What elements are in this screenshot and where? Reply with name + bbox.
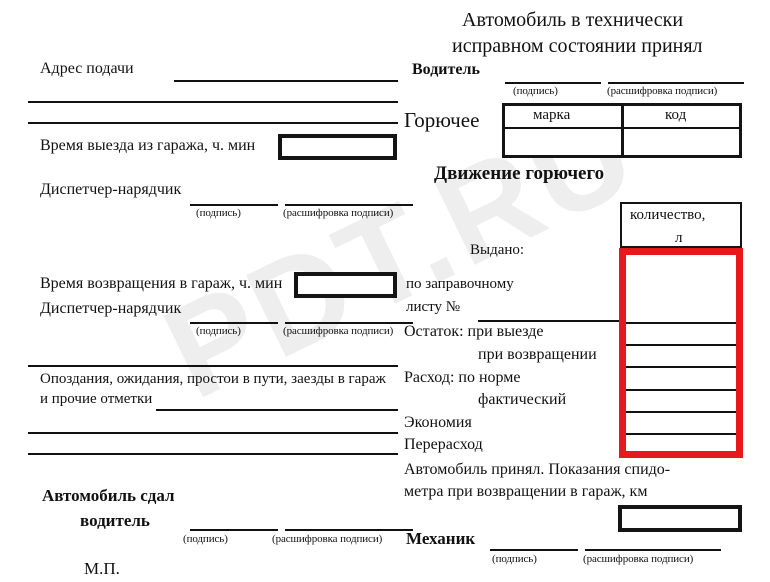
- delays-top-rule: [28, 365, 398, 367]
- accept-label-line1: Автомобиль принял. Показания спидо-: [404, 461, 671, 478]
- quantity-row-divider: [626, 322, 736, 324]
- fuel-column-kod: код: [665, 107, 687, 123]
- mechanic-transcript-caption: (расшифровка подписи): [583, 553, 694, 565]
- quantity-column-highlight: [619, 248, 743, 458]
- handover-signature-rule[interactable]: [190, 529, 278, 531]
- handover-transcript-rule[interactable]: [285, 529, 413, 531]
- departure-time-label: Время выезда из гаража, ч. мин: [40, 137, 256, 154]
- refuel-sheet-number-rule[interactable]: [478, 320, 620, 322]
- departure-time-box[interactable]: [278, 134, 397, 160]
- fuel-row-label-consumption-actual: фактический: [478, 391, 567, 408]
- mechanic-signature-rule[interactable]: [490, 549, 578, 551]
- fuel-row-label-by-refuel-sheet: по заправочному: [406, 276, 514, 292]
- quantity-row-divider: [626, 411, 736, 413]
- mechanic-label: Механик: [406, 529, 476, 548]
- fuel-row-label-economy: Экономия: [404, 414, 472, 431]
- dispatcher-2-signature-rule[interactable]: [190, 322, 278, 324]
- dispatcher-1-signature-caption: (подпись): [196, 207, 241, 219]
- quantity-header-line1: количество,: [630, 207, 706, 223]
- return-time-box[interactable]: [294, 272, 397, 298]
- driver-signature-rule[interactable]: [505, 82, 601, 84]
- dispatcher-1-transcript-caption: (расшифровка подписи): [283, 207, 394, 219]
- fuel-column-marka: марка: [533, 107, 571, 123]
- mechanic-signature-caption: (подпись): [492, 553, 537, 565]
- accept-label-line2: метра при возвращении в гараж, км: [404, 483, 648, 500]
- fuel-table-column-divider: [621, 103, 624, 158]
- fuel-row-label-remainder-departure: Остаток: при выезде: [404, 323, 544, 340]
- quantity-row-divider: [626, 366, 736, 368]
- address-rule-1[interactable]: [174, 80, 398, 82]
- handover-signature-caption: (подпись): [183, 533, 228, 545]
- fuel-row-label-issued: Выдано:: [470, 242, 525, 258]
- fuel-label: Горючее: [404, 108, 480, 132]
- fuel-row-label-overconsumption: Перерасход: [404, 436, 483, 453]
- dispatcher-2-transcript-caption: (расшифровка подписи): [283, 325, 394, 337]
- header-title-line2: исправном состоянии принял: [452, 35, 703, 57]
- delays-label-line2: и прочие отметки: [40, 391, 153, 407]
- fuel-movement-title: Движение горючего: [434, 163, 605, 184]
- handover-transcript-caption: (расшифровка подписи): [272, 533, 383, 545]
- quantity-row-divider: [626, 389, 736, 391]
- odometer-box[interactable]: [618, 505, 742, 532]
- dispatcher-label-2: Диспетчер-нарядчик: [40, 300, 182, 317]
- fuel-row-label-consumption-norm: Расход: по норме: [404, 369, 521, 386]
- delays-rule-1[interactable]: [156, 409, 398, 411]
- quantity-row-divider: [626, 433, 736, 435]
- driver-signature-caption: (подпись): [513, 85, 558, 97]
- handover-label-line2: водитель: [80, 511, 150, 530]
- dispatcher-1-signature-rule[interactable]: [190, 204, 278, 206]
- address-rule-2[interactable]: [28, 101, 398, 103]
- mechanic-transcript-rule[interactable]: [585, 549, 721, 551]
- dispatcher-2-transcript-rule[interactable]: [285, 322, 413, 324]
- header-title-line1: Автомобиль в технически: [462, 9, 684, 31]
- handover-label-line1: Автомобиль сдал: [42, 486, 175, 505]
- fuel-row-label-remainder-return: при возвращении: [478, 346, 597, 363]
- stamp-label: М.П.: [84, 559, 120, 578]
- quantity-header-cell: [620, 202, 742, 248]
- address-label: Адрес подачи: [40, 60, 134, 77]
- dispatcher-2-signature-caption: (подпись): [196, 325, 241, 337]
- driver-transcript-caption: (расшифровка подписи): [607, 85, 718, 97]
- delays-rule-2[interactable]: [28, 432, 398, 434]
- driver-label: Водитель: [412, 61, 480, 78]
- driver-transcript-rule[interactable]: [608, 82, 744, 84]
- quantity-row-divider: [626, 344, 736, 346]
- dispatcher-1-transcript-rule[interactable]: [285, 204, 413, 206]
- delays-rule-3[interactable]: [28, 453, 398, 455]
- delays-label-line1: Опоздания, ожидания, простои в пути, зае…: [40, 371, 386, 387]
- quantity-header-line2: л: [675, 230, 683, 246]
- fuel-table-header-divider: [505, 127, 739, 129]
- address-rule-3[interactable]: [28, 122, 398, 124]
- fuel-row-label-sheet-number: листу №: [406, 299, 461, 315]
- dispatcher-label-1: Диспетчер-нарядчик: [40, 181, 182, 198]
- return-time-label: Время возвращения в гараж, ч. мин: [40, 275, 283, 292]
